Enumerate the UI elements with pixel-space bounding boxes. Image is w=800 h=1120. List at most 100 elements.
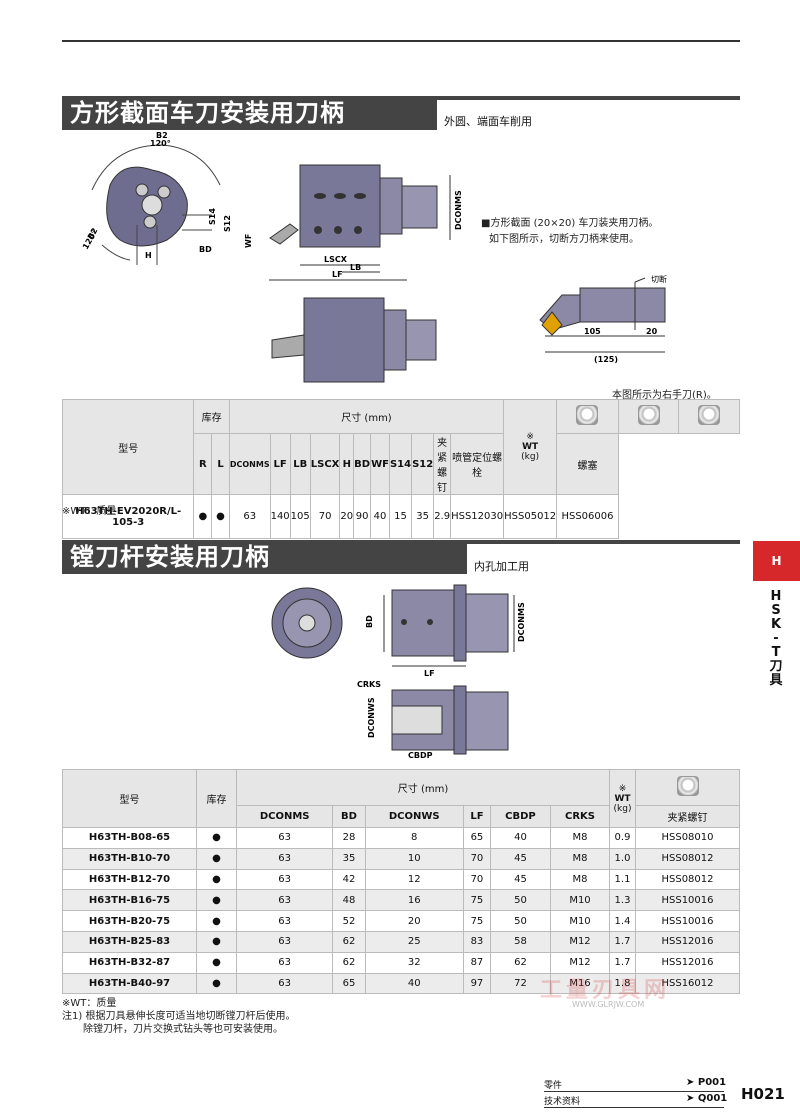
- cell-bd: 48: [332, 889, 366, 912]
- cell-crks: M8: [550, 868, 610, 891]
- col-model-header: 型号: [61, 399, 195, 495]
- col2-wt-header: ※WT(kg): [609, 769, 636, 828]
- label-h: H: [145, 251, 152, 260]
- cell-cbdp: 62: [489, 951, 552, 974]
- cell-lf: 70: [462, 868, 491, 891]
- cell-crks: M12: [550, 930, 610, 953]
- footer-tech-ref[interactable]: ➤ Q001: [686, 1093, 728, 1104]
- section1-table: 型号 库存 尺寸 (mm) ※WT(kg) R L DCONMS LF LB L…: [61, 399, 740, 539]
- cell-stock: ●: [196, 910, 237, 932]
- table-row: H63TH-EV2020R/L-105-3 ● ● 63 140 105 70 …: [61, 494, 740, 539]
- cell-wt: 1.4: [609, 910, 636, 932]
- cell-model: H63TH-B16-75: [62, 889, 197, 912]
- col2-model-header: 型号: [62, 769, 197, 828]
- cell-lf: 75: [462, 910, 491, 932]
- cell-model: H63TH-B25-83: [62, 930, 197, 953]
- cell-wt: 1.7: [609, 951, 636, 974]
- cell-bd: 62: [332, 951, 366, 974]
- section2-title: 镗刀杆安装用刀柄: [62, 540, 467, 574]
- cell-dconms: 63: [235, 972, 334, 995]
- cell-lf: 97: [462, 972, 491, 995]
- cell-crks: M16: [550, 972, 610, 995]
- label-lb: LB: [350, 263, 361, 272]
- label-b2-top: B2: [156, 131, 168, 140]
- cell-bd: 52: [332, 910, 366, 932]
- cell-cbdp: 50: [489, 910, 552, 932]
- section2-foot3: 除镗刀杆，刀片交换式钻头等也可安装使用。: [83, 1024, 283, 1035]
- right-hand-note: 本图所示为右手刀(R)。: [612, 390, 717, 401]
- label2-dconws: DCONWS: [367, 697, 376, 738]
- label-wf: WF: [244, 234, 253, 248]
- label-20: 20: [646, 327, 658, 336]
- cell-lf: 75: [462, 889, 491, 912]
- label2-lf: LF: [424, 669, 435, 678]
- cell-model: H63TH-B10-70: [62, 847, 197, 870]
- cell-model: H63TH-B12-70: [62, 868, 197, 891]
- footer-parts-ref[interactable]: ➤ P001: [686, 1077, 727, 1088]
- cell-screw: HSS10016: [635, 910, 740, 932]
- cell-crks: M10: [550, 910, 610, 932]
- cell-lf: 70: [462, 847, 491, 870]
- watermark-url: WWW.GLRJW.COM: [572, 1000, 645, 1009]
- bottom-view-figure: [271, 297, 437, 383]
- cell-wt: 1.3: [609, 889, 636, 912]
- cell-model: H63TH-B32-87: [62, 951, 197, 974]
- cell-dconms: 63: [235, 910, 334, 932]
- cell-dconms: 63: [235, 827, 334, 849]
- bolt-icon: [617, 399, 680, 434]
- page-number: H021: [741, 1085, 785, 1103]
- cell-crks: M10: [550, 889, 610, 912]
- section2-table: 型号 库存 尺寸 (mm) ※WT(kg) DCONMS BD DCONWS L…: [62, 769, 740, 995]
- cell-dconms: 63: [235, 930, 334, 953]
- cell-cbdp: 72: [489, 972, 552, 995]
- cell-lf: 87: [462, 951, 491, 974]
- cell-dconws: 25: [364, 930, 464, 953]
- section1-bar: [437, 96, 740, 100]
- screw2-icon: [635, 769, 740, 806]
- front-view-figure: [91, 144, 221, 265]
- cell-bd: 35: [332, 847, 366, 870]
- section1-note-2: 如下图所示，切断方刀柄来使用。: [489, 234, 639, 245]
- boring-front-view: [271, 587, 343, 659]
- cell-crks: M8: [550, 847, 610, 870]
- col-stock-header: 库存: [193, 399, 230, 434]
- cutoff-insert-figure: [539, 277, 666, 353]
- cell-cbdp: 45: [489, 847, 552, 870]
- label-125: (125): [594, 355, 618, 364]
- cell-stock: ●: [196, 930, 237, 953]
- label2-bd: BD: [365, 615, 374, 628]
- section2-figures: BD DCONMS LF CRKS DCONWS CBDP: [271, 584, 526, 760]
- watermark-logo: 工量刃具网: [540, 978, 671, 1003]
- cell-stock: ●: [196, 951, 237, 974]
- cell-dconms: 63: [235, 889, 334, 912]
- section2-foot2: 注1) 根据刀具悬伸长度可适当地切断镗刀杆后使用。: [62, 1011, 296, 1022]
- cell-crks: M8: [550, 827, 610, 849]
- cell-dconws: 8: [364, 827, 464, 849]
- footer-rule-2: [544, 1107, 724, 1108]
- cell-bd: 62: [332, 930, 366, 953]
- col-wt-header: ※WT(kg): [503, 399, 558, 495]
- cell-dconws: 32: [364, 951, 464, 974]
- label-lf: LF: [332, 270, 343, 279]
- cell-screw: HSS08012: [635, 847, 740, 870]
- section1-figures: B2 120° S14 S12 B2 120° BD H WF LSCX LB …: [81, 131, 667, 383]
- cell-crks: M12: [550, 951, 610, 974]
- side-tab-letter: H: [753, 541, 800, 581]
- section2-subtitle: 内孔加工用: [474, 560, 529, 573]
- label2-crks: CRKS: [357, 680, 381, 689]
- col2-size-header: 尺寸 (mm): [236, 769, 610, 806]
- label-bd: BD: [199, 245, 212, 254]
- cell-model: H63TH-B20-75: [62, 910, 197, 932]
- label-105: 105: [584, 327, 601, 336]
- cell-stock: ●: [196, 889, 237, 912]
- label2-dconms: DCONMS: [517, 602, 526, 642]
- cell-screw: HSS08010: [635, 827, 740, 849]
- label-lscx: LSCX: [324, 255, 348, 264]
- cell-bd: 28: [332, 827, 366, 849]
- cell-dconws: 20: [364, 910, 464, 932]
